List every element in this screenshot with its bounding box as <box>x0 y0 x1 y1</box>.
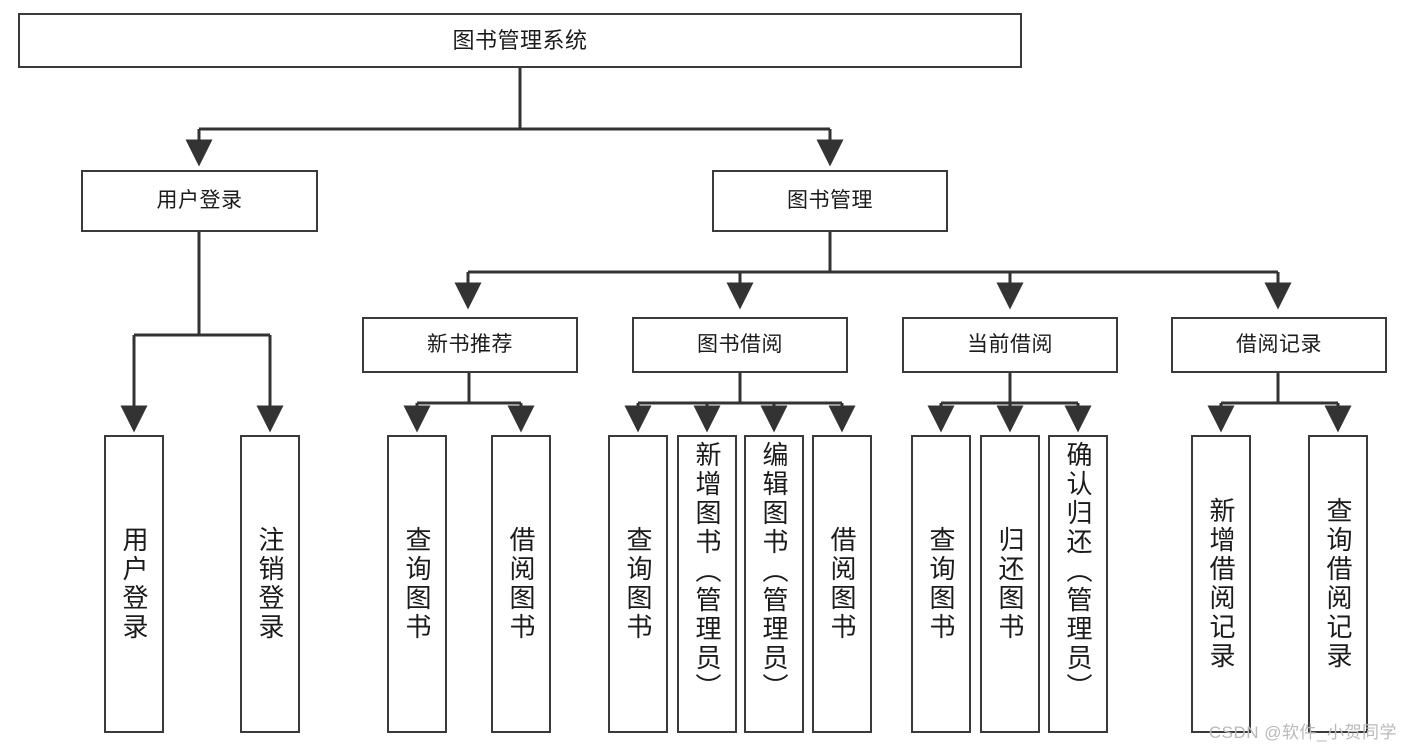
node-user-login[interactable]: 用户登录 <box>81 170 318 232</box>
node-book-management[interactable]: 图书管理 <box>712 170 948 232</box>
node-leaf-user-login-label: 用户登录 <box>119 526 149 642</box>
node-current-borrow[interactable]: 当前借阅 <box>902 317 1118 373</box>
node-leaf-query-book-1[interactable]: 查询图书 <box>387 435 447 733</box>
node-leaf-query-book-3[interactable]: 查询图书 <box>911 435 971 733</box>
node-leaf-query-record-label: 查询借阅记录 <box>1323 497 1353 671</box>
node-leaf-edit-book[interactable]: 编辑图书（管理员） <box>744 435 804 733</box>
node-leaf-query-record[interactable]: 查询借阅记录 <box>1308 435 1368 733</box>
node-leaf-add-record-label: 新增借阅记录 <box>1206 497 1236 671</box>
node-current-borrow-label: 当前借阅 <box>967 332 1053 356</box>
node-leaf-add-record[interactable]: 新增借阅记录 <box>1191 435 1251 733</box>
node-new-book-recommend[interactable]: 新书推荐 <box>362 317 578 373</box>
node-leaf-logout[interactable]: 注销登录 <box>240 435 300 733</box>
node-leaf-logout-label: 注销登录 <box>255 526 285 642</box>
node-leaf-add-book-label: 新增图书（管理员） <box>692 441 722 702</box>
node-root-label: 图书管理系统 <box>452 27 588 53</box>
node-leaf-query-book-2[interactable]: 查询图书 <box>608 435 668 733</box>
node-leaf-borrow-book-2[interactable]: 借阅图书 <box>812 435 872 733</box>
node-leaf-query-book-2-label: 查询图书 <box>623 526 653 642</box>
node-borrow-record[interactable]: 借阅记录 <box>1171 317 1387 373</box>
node-user-login-label: 用户登录 <box>156 188 243 212</box>
node-leaf-query-book-3-label: 查询图书 <box>926 526 956 642</box>
node-root[interactable]: 图书管理系统 <box>18 13 1022 68</box>
node-leaf-confirm-return-label: 确认归还（管理员） <box>1063 441 1093 702</box>
node-book-borrow-label: 图书借阅 <box>697 332 783 356</box>
node-leaf-add-book[interactable]: 新增图书（管理员） <box>677 435 737 733</box>
node-book-management-label: 图书管理 <box>787 188 873 212</box>
node-leaf-borrow-book-1-label: 借阅图书 <box>506 526 536 642</box>
node-leaf-edit-book-label: 编辑图书（管理员） <box>759 441 789 702</box>
node-borrow-record-label: 借阅记录 <box>1236 332 1322 356</box>
node-leaf-return-book-label: 归还图书 <box>995 526 1025 642</box>
node-leaf-query-book-1-label: 查询图书 <box>402 526 432 642</box>
node-leaf-user-login[interactable]: 用户登录 <box>104 435 164 733</box>
node-leaf-return-book[interactable]: 归还图书 <box>980 435 1040 733</box>
node-book-borrow[interactable]: 图书借阅 <box>632 317 848 373</box>
node-leaf-borrow-book-2-label: 借阅图书 <box>827 526 857 642</box>
node-leaf-confirm-return[interactable]: 确认归还（管理员） <box>1048 435 1108 733</box>
watermark-text: CSDN @软件_小贺同学 <box>1208 723 1397 742</box>
node-leaf-borrow-book-1[interactable]: 借阅图书 <box>491 435 551 733</box>
node-new-book-recommend-label: 新书推荐 <box>427 332 513 356</box>
